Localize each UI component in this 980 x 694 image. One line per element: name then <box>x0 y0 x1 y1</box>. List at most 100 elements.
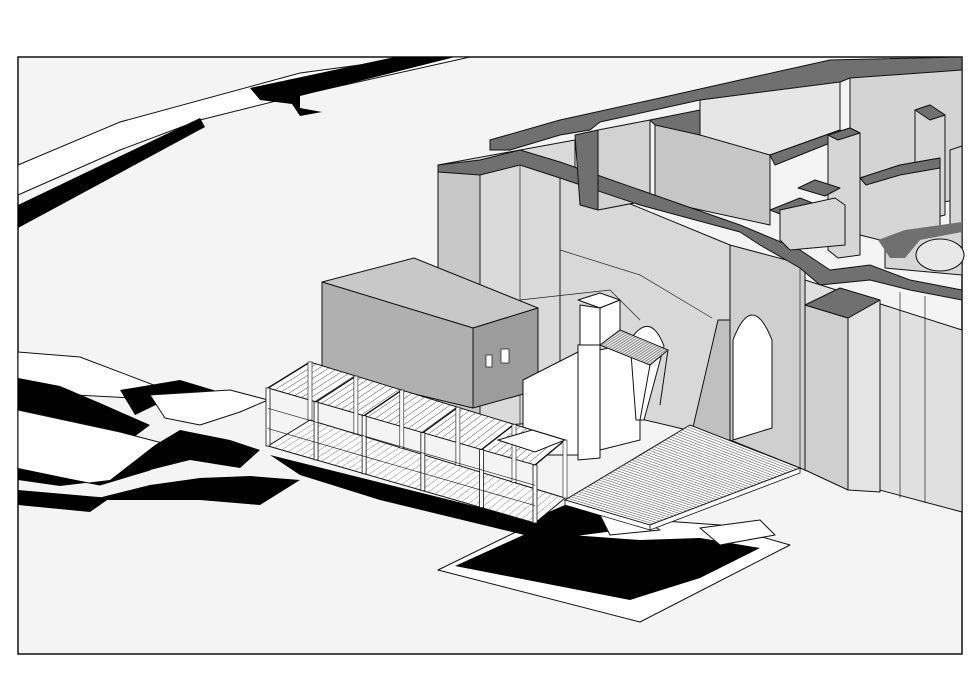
deck-board <box>628 461 727 497</box>
deck-board <box>684 428 794 471</box>
pergola-beam <box>267 361 311 389</box>
deck-board <box>676 433 784 475</box>
deck-board <box>664 439 771 480</box>
deck-board <box>645 451 747 489</box>
pergola-floor-board <box>347 443 387 470</box>
upper-pergola-slat <box>601 343 652 365</box>
pergola-slat <box>474 422 508 448</box>
deck-board <box>598 479 691 511</box>
timber-pergola-upper <box>598 329 669 421</box>
pergola-slat <box>314 375 355 402</box>
pergola-floor-board <box>314 433 355 460</box>
pergola-slat <box>367 391 406 418</box>
pergola-slat <box>401 400 438 427</box>
deck-edge <box>649 467 801 531</box>
pergola-slat <box>361 389 400 416</box>
upper-pergola-slat <box>608 338 658 359</box>
deck-board <box>614 469 711 503</box>
pergola-post <box>532 464 538 524</box>
deck-board <box>623 464 721 499</box>
deck-board <box>651 448 754 486</box>
deck-board <box>609 473 704 505</box>
upper-pergola-post <box>639 364 651 421</box>
pergola-slat <box>388 396 425 423</box>
pergola-floor-board <box>354 445 393 472</box>
deck-board <box>606 474 701 507</box>
deck-board <box>581 489 671 518</box>
pergola-floor-board <box>361 447 400 474</box>
deck-board <box>667 438 774 479</box>
pergola-end-roof <box>496 429 567 453</box>
pergola-floor-board <box>421 464 457 491</box>
pergola-floor-board <box>368 449 406 476</box>
upper-pergola-slat <box>607 339 657 360</box>
pergola-beam <box>422 406 459 434</box>
deck-board <box>601 478 694 509</box>
deck-board <box>592 483 684 513</box>
upper-pergola-slat <box>615 332 665 354</box>
deck-board <box>595 481 687 512</box>
upper-pergola-slat <box>611 336 661 357</box>
deck-board <box>673 434 781 476</box>
pergola-floor-board <box>401 458 438 485</box>
deck-board <box>678 431 787 474</box>
pergola-beam <box>481 423 515 451</box>
deck-board <box>642 453 744 490</box>
window-opening <box>500 348 510 364</box>
pergola-slat <box>461 418 496 445</box>
pergola-floor-board <box>287 425 330 452</box>
pergola-slat <box>454 416 489 443</box>
deck-board <box>578 491 667 519</box>
deck-board <box>631 459 731 495</box>
deck-board <box>639 454 741 492</box>
pergola-slat <box>421 406 457 433</box>
deck-board <box>584 488 674 517</box>
pergola-post <box>511 424 517 483</box>
upper-pergola-slat <box>605 340 656 361</box>
new-box-volume <box>321 257 539 409</box>
pergola-slat <box>281 365 323 393</box>
pergola-floor-board <box>374 451 413 477</box>
pergola-slat <box>294 369 336 396</box>
deck-board <box>587 486 677 516</box>
pergola-slat <box>307 373 349 400</box>
deck-board <box>648 449 751 488</box>
pergola-beam <box>534 439 566 466</box>
pergola-floor-board <box>341 441 381 468</box>
pergola-beam <box>363 389 403 417</box>
pergola-slat <box>434 410 470 437</box>
pergola-floor-board <box>327 437 368 464</box>
pergola-slat <box>414 404 451 431</box>
deck-board <box>681 429 791 473</box>
deck-board <box>656 444 761 484</box>
upper-pergola-slat <box>614 334 663 355</box>
pergola-rail <box>267 407 536 486</box>
pergola-post <box>361 415 367 475</box>
pergola-post <box>353 375 359 435</box>
pergola-slat <box>327 379 368 406</box>
upper-pergola-slat <box>609 337 660 358</box>
pergola-floor-board <box>381 452 419 479</box>
pergola-floor-board <box>334 439 374 466</box>
pergola-slat <box>354 387 394 414</box>
pergola-slat <box>468 420 502 446</box>
window-opening <box>485 354 493 368</box>
deck-board <box>662 441 767 481</box>
upper-pergola-slat <box>612 335 662 356</box>
upper-pergola-post <box>659 349 669 406</box>
upper-pergola-slat <box>604 341 654 363</box>
deck-board <box>634 458 734 494</box>
upper-pergola-slat <box>618 330 667 352</box>
timber-pergola <box>265 361 568 524</box>
ground-plan-slab-front <box>270 455 791 623</box>
pergola-slat <box>374 392 413 420</box>
pergola-post <box>399 389 405 449</box>
pergola-floor-board <box>321 435 362 462</box>
deck-board <box>576 493 664 521</box>
existing-building <box>437 56 965 513</box>
deck-board <box>687 426 797 470</box>
pergola-post <box>313 401 319 461</box>
deck-board <box>659 443 764 483</box>
deck-board <box>573 494 661 522</box>
